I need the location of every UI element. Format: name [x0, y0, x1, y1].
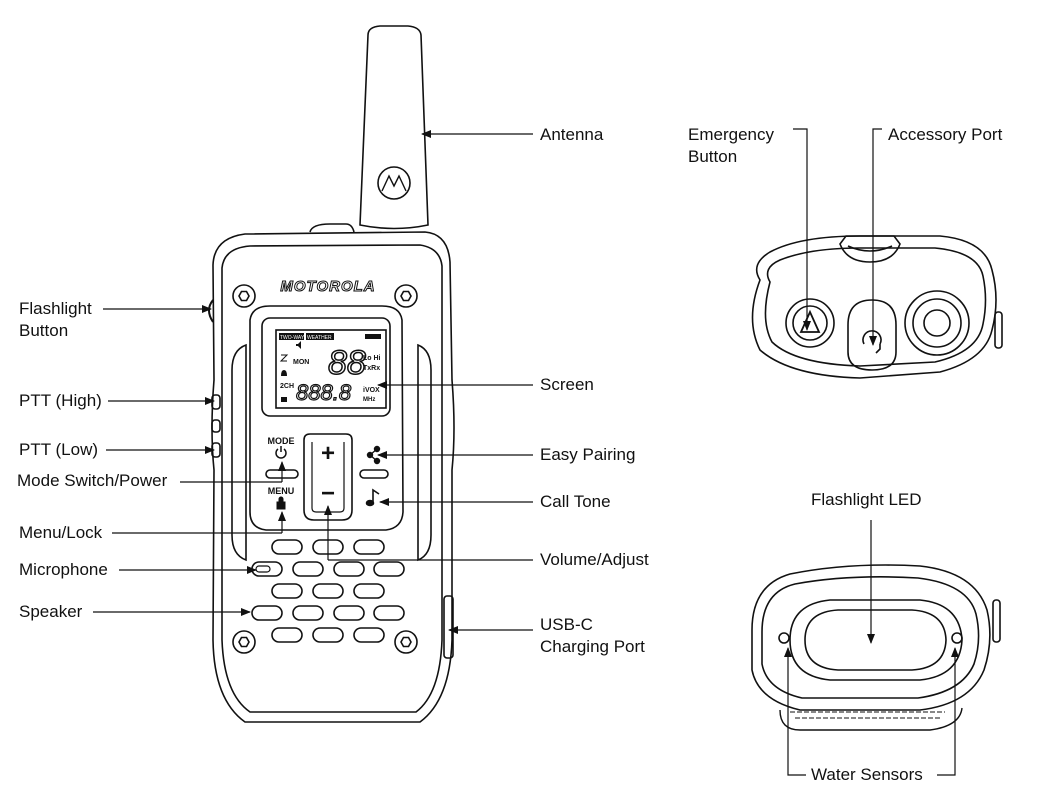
lock-icon: [281, 397, 287, 402]
emergency-button[interactable]: [785, 298, 835, 348]
flashlight-button[interactable]: [208, 299, 214, 323]
label-water-sensors: Water Sensors: [811, 765, 923, 784]
motorola-logo-icon: [377, 166, 411, 200]
label-speaker: Speaker: [19, 602, 83, 621]
label-easy-pairing: Easy Pairing: [540, 445, 636, 464]
label-flashlight-led: Flashlight LED: [811, 490, 922, 509]
accessory-port[interactable]: [847, 299, 897, 371]
label-antenna: Antenna: [540, 125, 604, 144]
menu-label: MENU: [268, 486, 295, 496]
label-usb-c-line2: Charging Port: [540, 637, 645, 656]
speaker-grill: [251, 539, 405, 643]
label-emergency-button-line1: Emergency: [688, 125, 774, 144]
lcd-tag-two-way: TWO-WAY: [280, 335, 305, 341]
lcd-2ch: 2CH: [280, 383, 294, 390]
radio-front-view: [208, 25, 455, 723]
screw-icon: [394, 284, 418, 308]
label-ptt-low: PTT (Low): [19, 440, 99, 459]
water-sensor-left: [778, 632, 790, 644]
volume-plus-icon: +: [321, 440, 335, 467]
label-usb-c: USB-C Charging Port: [540, 614, 645, 658]
antenna: [359, 25, 429, 230]
radio-top-view: [751, 235, 1003, 379]
water-sensor-right: [951, 632, 963, 644]
label-call-tone: Call Tone: [540, 492, 611, 511]
label-ptt-high: PTT (High): [19, 391, 102, 410]
lcd-tx-rx: TxRx: [363, 365, 380, 372]
label-usb-c-line1: USB-C: [540, 615, 593, 634]
label-flashlight-button-line2: Button: [19, 321, 69, 340]
label-flashlight-button: Flashlight Button: [19, 298, 92, 342]
screw-icon: [394, 630, 418, 654]
lcd-small-digits: 888.8: [296, 380, 352, 405]
screw-icon: [232, 284, 256, 308]
mode-label: MODE: [268, 436, 295, 446]
flashlight-led: [804, 609, 947, 671]
lcd-ivox: iVOX: [363, 387, 380, 394]
lcd-mhz: MHz: [363, 397, 375, 403]
label-accessory-port: Accessory Port: [888, 125, 1003, 144]
volume-minus-icon: −: [321, 480, 335, 507]
lcd-content: TWO-WAY WEATHER 88 MON Lo Hi TxRx 2CH 88…: [279, 333, 381, 406]
bell-icon: [281, 370, 287, 376]
lcd-tag-weather: WEATHER: [307, 335, 332, 341]
lcd-mon: MON: [293, 359, 309, 366]
leader-lines: [93, 128, 959, 776]
label-mode-switch-power: Mode Switch/Power: [17, 471, 168, 490]
screw-icon: [232, 630, 256, 654]
label-flashlight-button-line1: Flashlight: [19, 299, 92, 318]
headset-icon: [862, 330, 882, 354]
mute-icon: [296, 341, 301, 349]
label-microphone: Microphone: [19, 560, 108, 579]
power-icon: [275, 446, 287, 459]
volume-adjust-rocker[interactable]: [303, 433, 353, 521]
label-menu-lock: Menu/Lock: [19, 523, 103, 542]
label-volume-adjust: Volume/Adjust: [540, 550, 649, 569]
lcd-lo-hi: Lo Hi: [363, 355, 381, 362]
lock-icon: [276, 496, 286, 510]
screen-bezel: [261, 317, 391, 417]
screen: [275, 329, 387, 409]
label-emergency-button-line2: Button: [688, 147, 738, 166]
battery-icon: [365, 334, 381, 339]
call-tone-icon[interactable]: [365, 488, 380, 507]
brand-logo: MOTOROLA: [280, 278, 375, 295]
label-emergency-button: Emergency Button: [688, 124, 774, 168]
scan-icon: [279, 354, 289, 362]
radio-bottom-view: [751, 564, 1001, 731]
lcd-big-digits: 88: [328, 344, 366, 382]
label-screen: Screen: [540, 375, 594, 394]
radio-body: [211, 231, 455, 723]
